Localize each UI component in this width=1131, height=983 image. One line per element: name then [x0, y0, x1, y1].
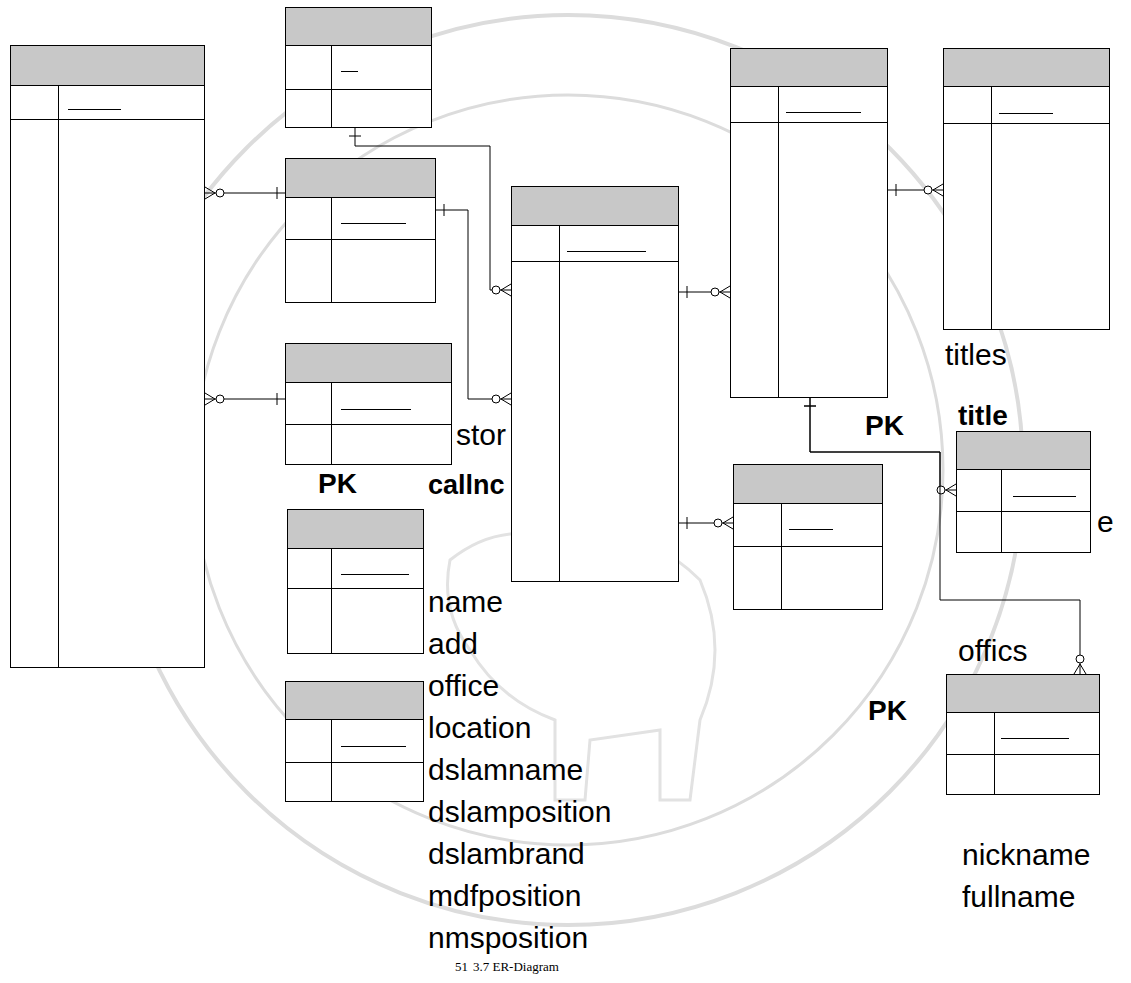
relationship-line [205, 187, 285, 199]
table-rule [331, 720, 332, 801]
table-rule [947, 754, 1099, 755]
table-header [731, 49, 887, 87]
field-label: nickname [962, 838, 1090, 873]
table-rule [1001, 738, 1069, 739]
entity-table [10, 45, 205, 668]
entity-table [956, 431, 1091, 553]
field-label: location [428, 711, 531, 746]
table-rule [991, 87, 992, 329]
table-header [947, 675, 1099, 713]
table-rule [789, 529, 833, 530]
entity-table [285, 681, 424, 802]
table-header [288, 510, 423, 549]
table-header [11, 46, 204, 86]
field-label: fullname [962, 880, 1075, 915]
table-rule [734, 546, 882, 547]
table-rule [994, 713, 995, 794]
field-label: stor [456, 418, 506, 453]
table-header [286, 344, 451, 383]
field-label: office [428, 669, 499, 704]
field-label: dslamposition [428, 795, 611, 830]
table-rule [341, 574, 409, 575]
table-rule [559, 226, 560, 581]
table-rule [288, 588, 423, 589]
table-rule [786, 112, 861, 113]
table-rule [286, 239, 435, 240]
table-rule [331, 383, 332, 464]
table-rule [341, 223, 406, 224]
table-header [512, 187, 678, 226]
field-label: PK [865, 410, 904, 442]
field-label: e [1097, 505, 1114, 540]
table-rule [58, 86, 59, 667]
table-rule [957, 511, 1090, 512]
table-header [286, 159, 435, 198]
entity-table [511, 186, 679, 582]
table-header [957, 432, 1090, 470]
table-rule [341, 409, 411, 410]
table-rule [331, 198, 332, 302]
table-rule [68, 109, 121, 110]
field-label: dslambrand [428, 837, 585, 872]
entity-table [285, 7, 432, 128]
table-rule [331, 46, 332, 127]
table-header [286, 682, 423, 720]
field-label: callnc [428, 470, 505, 501]
entity-table [943, 48, 1110, 330]
entity-table [285, 343, 452, 465]
table-rule [341, 746, 406, 747]
table-rule [331, 549, 332, 653]
field-label: titles [945, 338, 1007, 373]
entity-table [946, 674, 1100, 795]
entity-table [733, 464, 883, 610]
table-rule [999, 113, 1053, 114]
entity-table [287, 509, 424, 654]
table-header [944, 49, 1109, 87]
field-label: title [958, 400, 1008, 432]
figure-caption: 3.7 ER-Diagram [473, 960, 559, 975]
field-label: PK [868, 695, 907, 727]
field-label: nmsposition [428, 921, 588, 956]
table-header [734, 465, 882, 504]
table-rule [731, 122, 887, 123]
field-label: mdfposition [428, 879, 581, 914]
relationship-line [679, 286, 730, 298]
table-rule [286, 762, 423, 763]
table-rule [781, 504, 782, 609]
table-rule [512, 261, 678, 262]
relationship-line [679, 517, 733, 529]
table-rule [11, 119, 204, 120]
field-label: 51 [455, 960, 468, 975]
field-label: name [428, 585, 503, 620]
field-label: add [428, 627, 478, 662]
field-label: dslamname [428, 753, 583, 788]
table-rule [1001, 470, 1002, 552]
relationship-line [205, 393, 285, 405]
table-rule [341, 71, 358, 72]
table-rule [944, 123, 1109, 124]
relationship-line [888, 184, 943, 196]
table-rule [1013, 496, 1076, 497]
entity-table [730, 48, 888, 398]
field-label: PK [318, 468, 357, 500]
table-rule [778, 87, 779, 397]
table-rule [286, 89, 431, 90]
table-rule [286, 424, 451, 425]
table-header [286, 8, 431, 46]
seal-ring [113, 15, 1023, 925]
entity-table [285, 158, 436, 303]
table-rule [567, 251, 646, 252]
field-label: offics [958, 634, 1027, 669]
